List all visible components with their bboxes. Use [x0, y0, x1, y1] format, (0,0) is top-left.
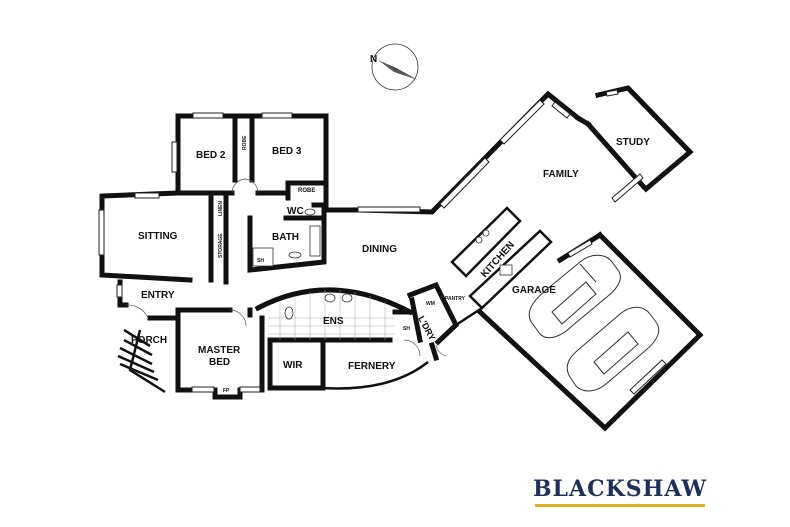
- label-robe-bed3: ROBE: [298, 188, 315, 194]
- room-label-bed2: BED 2: [196, 150, 226, 161]
- label-shower-bath: SH: [257, 258, 264, 264]
- ensuite-tiles: [268, 290, 395, 340]
- car-icon-2: [566, 306, 660, 392]
- room-label-porch: PORCH: [131, 335, 167, 346]
- room-label-study: STUDY: [616, 137, 650, 148]
- bath-fixtures: [252, 208, 513, 276]
- car-icon: [528, 254, 621, 339]
- doors: [125, 178, 447, 357]
- label-robe-bed2: ROBE: [242, 135, 248, 150]
- room-label-garage: GARAGE: [512, 285, 556, 296]
- room-label-dining: DINING: [362, 244, 397, 255]
- room-label-master-bed-line1: MASTER: [198, 345, 241, 356]
- room-label-wc: WC: [287, 206, 304, 217]
- room-label-wir: WIR: [283, 360, 303, 371]
- north-arrow-icon: [371, 43, 419, 91]
- label-fp: FP: [223, 388, 230, 394]
- room-label-ens: ENS: [323, 316, 344, 327]
- label-linen: LINEN: [218, 201, 224, 216]
- windows: [98, 89, 667, 395]
- room-label-bed3: BED 3: [272, 146, 302, 157]
- walls: [99, 113, 460, 400]
- room-label-fernery: FERNERY: [348, 361, 396, 372]
- room-label-entry: ENTRY: [141, 290, 175, 301]
- label-shower-ldry: SH: [403, 326, 410, 332]
- room-label-bath: BATH: [272, 232, 299, 243]
- label-storage: STORAGE: [218, 233, 224, 258]
- label-wm: WM: [426, 301, 435, 307]
- room-label-master-bed-line2: BED: [209, 357, 230, 368]
- room-label-sitting: SITTING: [138, 231, 178, 242]
- brand-underline: [535, 504, 705, 507]
- brand-logo: BLACKSHAW: [520, 476, 720, 507]
- label-pantry: PANTRY: [445, 296, 466, 302]
- compass-label: N: [370, 54, 377, 65]
- brand-name: BLACKSHAW: [532, 476, 708, 502]
- room-label-family: FAMILY: [543, 169, 579, 180]
- porch-steps: [117, 328, 166, 394]
